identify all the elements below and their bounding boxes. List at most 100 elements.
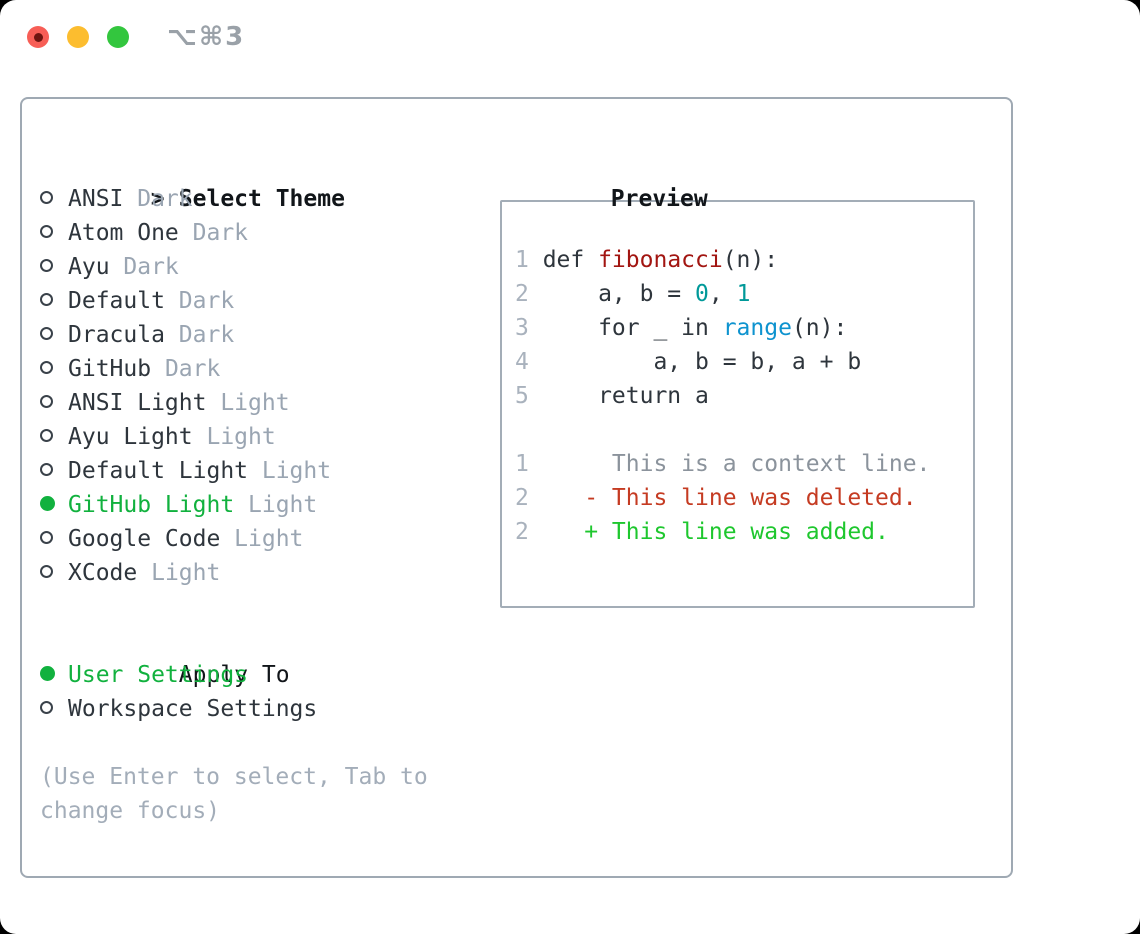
code-line: 5 return a (515, 379, 973, 413)
code-line: 2 - This line was deleted. (515, 481, 973, 515)
option-variant-tag: Light (261, 458, 332, 484)
option-label: Atom One (68, 220, 179, 246)
option-variant-tag: Light (220, 390, 290, 416)
code-line: 1 This is a context line. (515, 447, 973, 481)
option-label: XCode (68, 560, 138, 586)
theme-option[interactable]: Atom One Dark (40, 216, 500, 250)
radio-dot-icon (40, 395, 53, 408)
radio-dot-icon (40, 361, 53, 374)
option-variant-tag: Light (206, 424, 276, 450)
radio-dot-icon (40, 191, 53, 204)
code-token-plain: a, b = (542, 281, 696, 307)
theme-option[interactable]: ANSI Light Light (40, 386, 500, 420)
section-gap (40, 726, 500, 760)
option-label: Ayu (68, 254, 110, 280)
radio-selected-icon (40, 488, 68, 522)
radio-icon (40, 692, 68, 726)
code-line: 3 for _ in range(n): (515, 311, 973, 345)
line-number: 2 (515, 519, 529, 545)
zoom-button[interactable] (107, 26, 129, 48)
code-line: 2 + This line was added. (515, 515, 973, 549)
option-label: ANSI (68, 186, 124, 212)
code-token-plain: (n): (791, 315, 848, 341)
option-label: Dracula (68, 322, 165, 348)
radio-icon (40, 250, 68, 284)
select-theme-header: > Select Theme (40, 148, 500, 212)
option-variant-tag: Light (248, 492, 318, 518)
minimize-button[interactable] (67, 26, 89, 48)
radio-dot-icon (40, 531, 53, 544)
option-label: ANSI Light (68, 390, 207, 416)
line-number: 5 (515, 383, 529, 409)
radio-dot-icon (40, 463, 53, 476)
radio-icon (40, 522, 68, 556)
line-number: 1 (515, 451, 529, 477)
close-button[interactable] (27, 26, 49, 48)
code-token-plain: (n): (722, 247, 779, 273)
theme-option[interactable]: Default Light Light (40, 454, 500, 488)
option-label: Google Code (68, 526, 221, 552)
radio-dot-icon (40, 701, 53, 714)
code-token-context: This is a context line. (542, 451, 931, 477)
preview-title: Preview (610, 186, 708, 212)
line-number: 3 (515, 315, 529, 341)
select-theme-title: Select Theme (178, 186, 345, 212)
cursor-chevron-icon: > (150, 186, 165, 212)
option-label: Workspace Settings (68, 696, 318, 722)
option-label: Default Light (68, 458, 249, 484)
help-text: (Use Enter to select, Tab to change focus… (40, 760, 500, 828)
section-gap (40, 590, 500, 624)
radio-dot-icon (40, 293, 53, 306)
radio-icon (40, 352, 68, 386)
code-token-num: 0 (695, 281, 709, 307)
radio-icon (40, 556, 68, 590)
option-variant-tag: Dark (164, 356, 221, 382)
radio-dot-icon (40, 429, 53, 442)
line-number: 4 (515, 349, 529, 375)
option-variant-tag: Dark (192, 220, 249, 246)
apply-to-option[interactable]: Workspace Settings (40, 692, 500, 726)
radio-dot-icon (40, 327, 53, 340)
line-number: 2 (515, 281, 529, 307)
option-label: GitHub (68, 356, 152, 382)
apply-to-option[interactable]: User Settings (40, 658, 500, 692)
radio-dot-icon (40, 496, 55, 511)
code-token-added: + This line was added. (542, 519, 889, 545)
line-number: 2 (515, 485, 529, 511)
apply-to-title: Apply To (178, 662, 290, 688)
theme-option[interactable]: GitHub Dark (40, 352, 500, 386)
close-dot-icon (33, 32, 43, 42)
radio-icon (40, 216, 68, 250)
line-number: 1 (515, 247, 529, 273)
code-token-func: fibonacci (598, 247, 723, 273)
code-token-plain: , (708, 281, 737, 307)
code-token-builtin: range (722, 315, 792, 341)
code-line: 2 a, b = 0, 1 (515, 277, 973, 311)
radio-icon (40, 454, 68, 488)
apply-to-header: Apply To (40, 624, 500, 688)
code-token-plain: return a (542, 383, 709, 409)
help-text-line: change focus) (40, 798, 221, 824)
help-text-line: (Use Enter to select, Tab to (40, 764, 428, 790)
window-title: ⌥⌘3 (167, 22, 246, 52)
code-token-deleted: - This line was deleted. (542, 485, 917, 511)
radio-icon (40, 420, 68, 454)
code-token-plain: for _ in (542, 315, 723, 341)
radio-selected-icon (40, 658, 68, 692)
radio-icon (40, 284, 68, 318)
